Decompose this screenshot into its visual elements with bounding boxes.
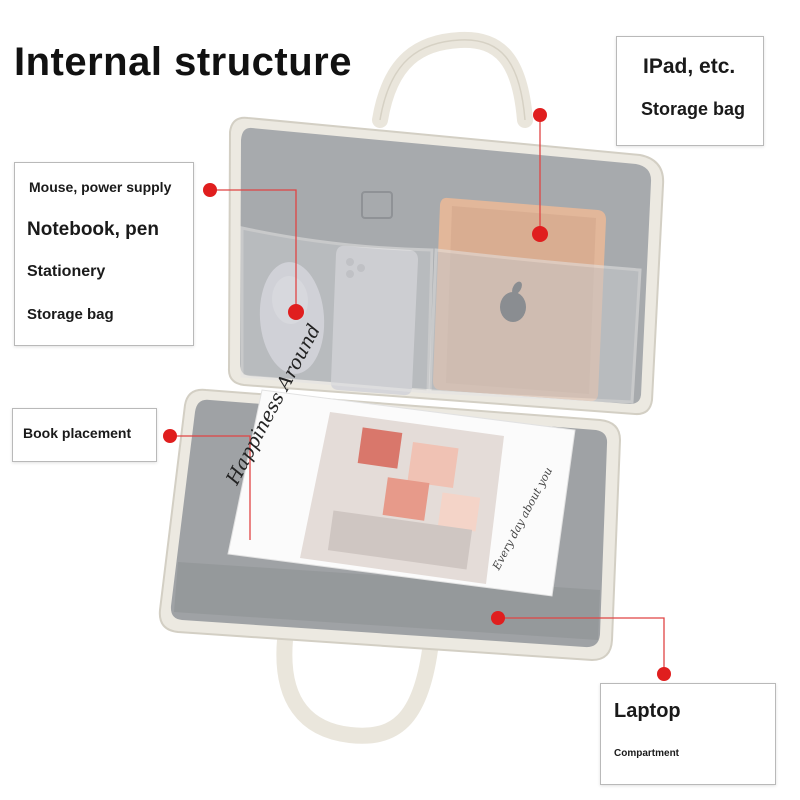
- callout-mouse-line-3: Stationery: [27, 263, 106, 280]
- callout-laptop-line-2: Compartment: [614, 748, 680, 759]
- callout-mouse-line-2: Notebook, pen: [27, 219, 159, 240]
- marker-ipad-item: [532, 226, 548, 242]
- callout-mouse-line-4: Storage bag: [27, 306, 114, 323]
- marker-mouse-item: [288, 304, 304, 320]
- mesh-pocket-left: [240, 226, 434, 394]
- callout-laptop: Laptop Compartment: [600, 683, 776, 785]
- callout-ipad: IPad, etc. Storage bag: [616, 36, 764, 146]
- mesh-pocket-right: [428, 248, 642, 404]
- callout-mouse-line-1: Mouse, power supply: [29, 179, 172, 195]
- callout-mouse: Mouse, power supply Notebook, pen Statio…: [14, 162, 194, 346]
- bottom-handle: [276, 632, 438, 744]
- callout-book-line-1: Book placement: [23, 425, 132, 441]
- marker-mouse: [203, 183, 217, 197]
- marker-book: [163, 429, 177, 443]
- callout-ipad-line-2: Storage bag: [641, 99, 746, 119]
- callout-ipad-line-1: IPad, etc.: [643, 55, 736, 78]
- marker-laptop: [657, 667, 671, 681]
- marker-laptop-item: [491, 611, 505, 625]
- callout-laptop-line-1: Laptop: [614, 700, 681, 722]
- page-title: Internal structure: [14, 40, 352, 84]
- callout-book: Book placement: [12, 408, 157, 462]
- apple-logo-icon: [500, 281, 526, 322]
- marker-ipad-top: [533, 108, 547, 122]
- velcro-patch: [361, 191, 393, 219]
